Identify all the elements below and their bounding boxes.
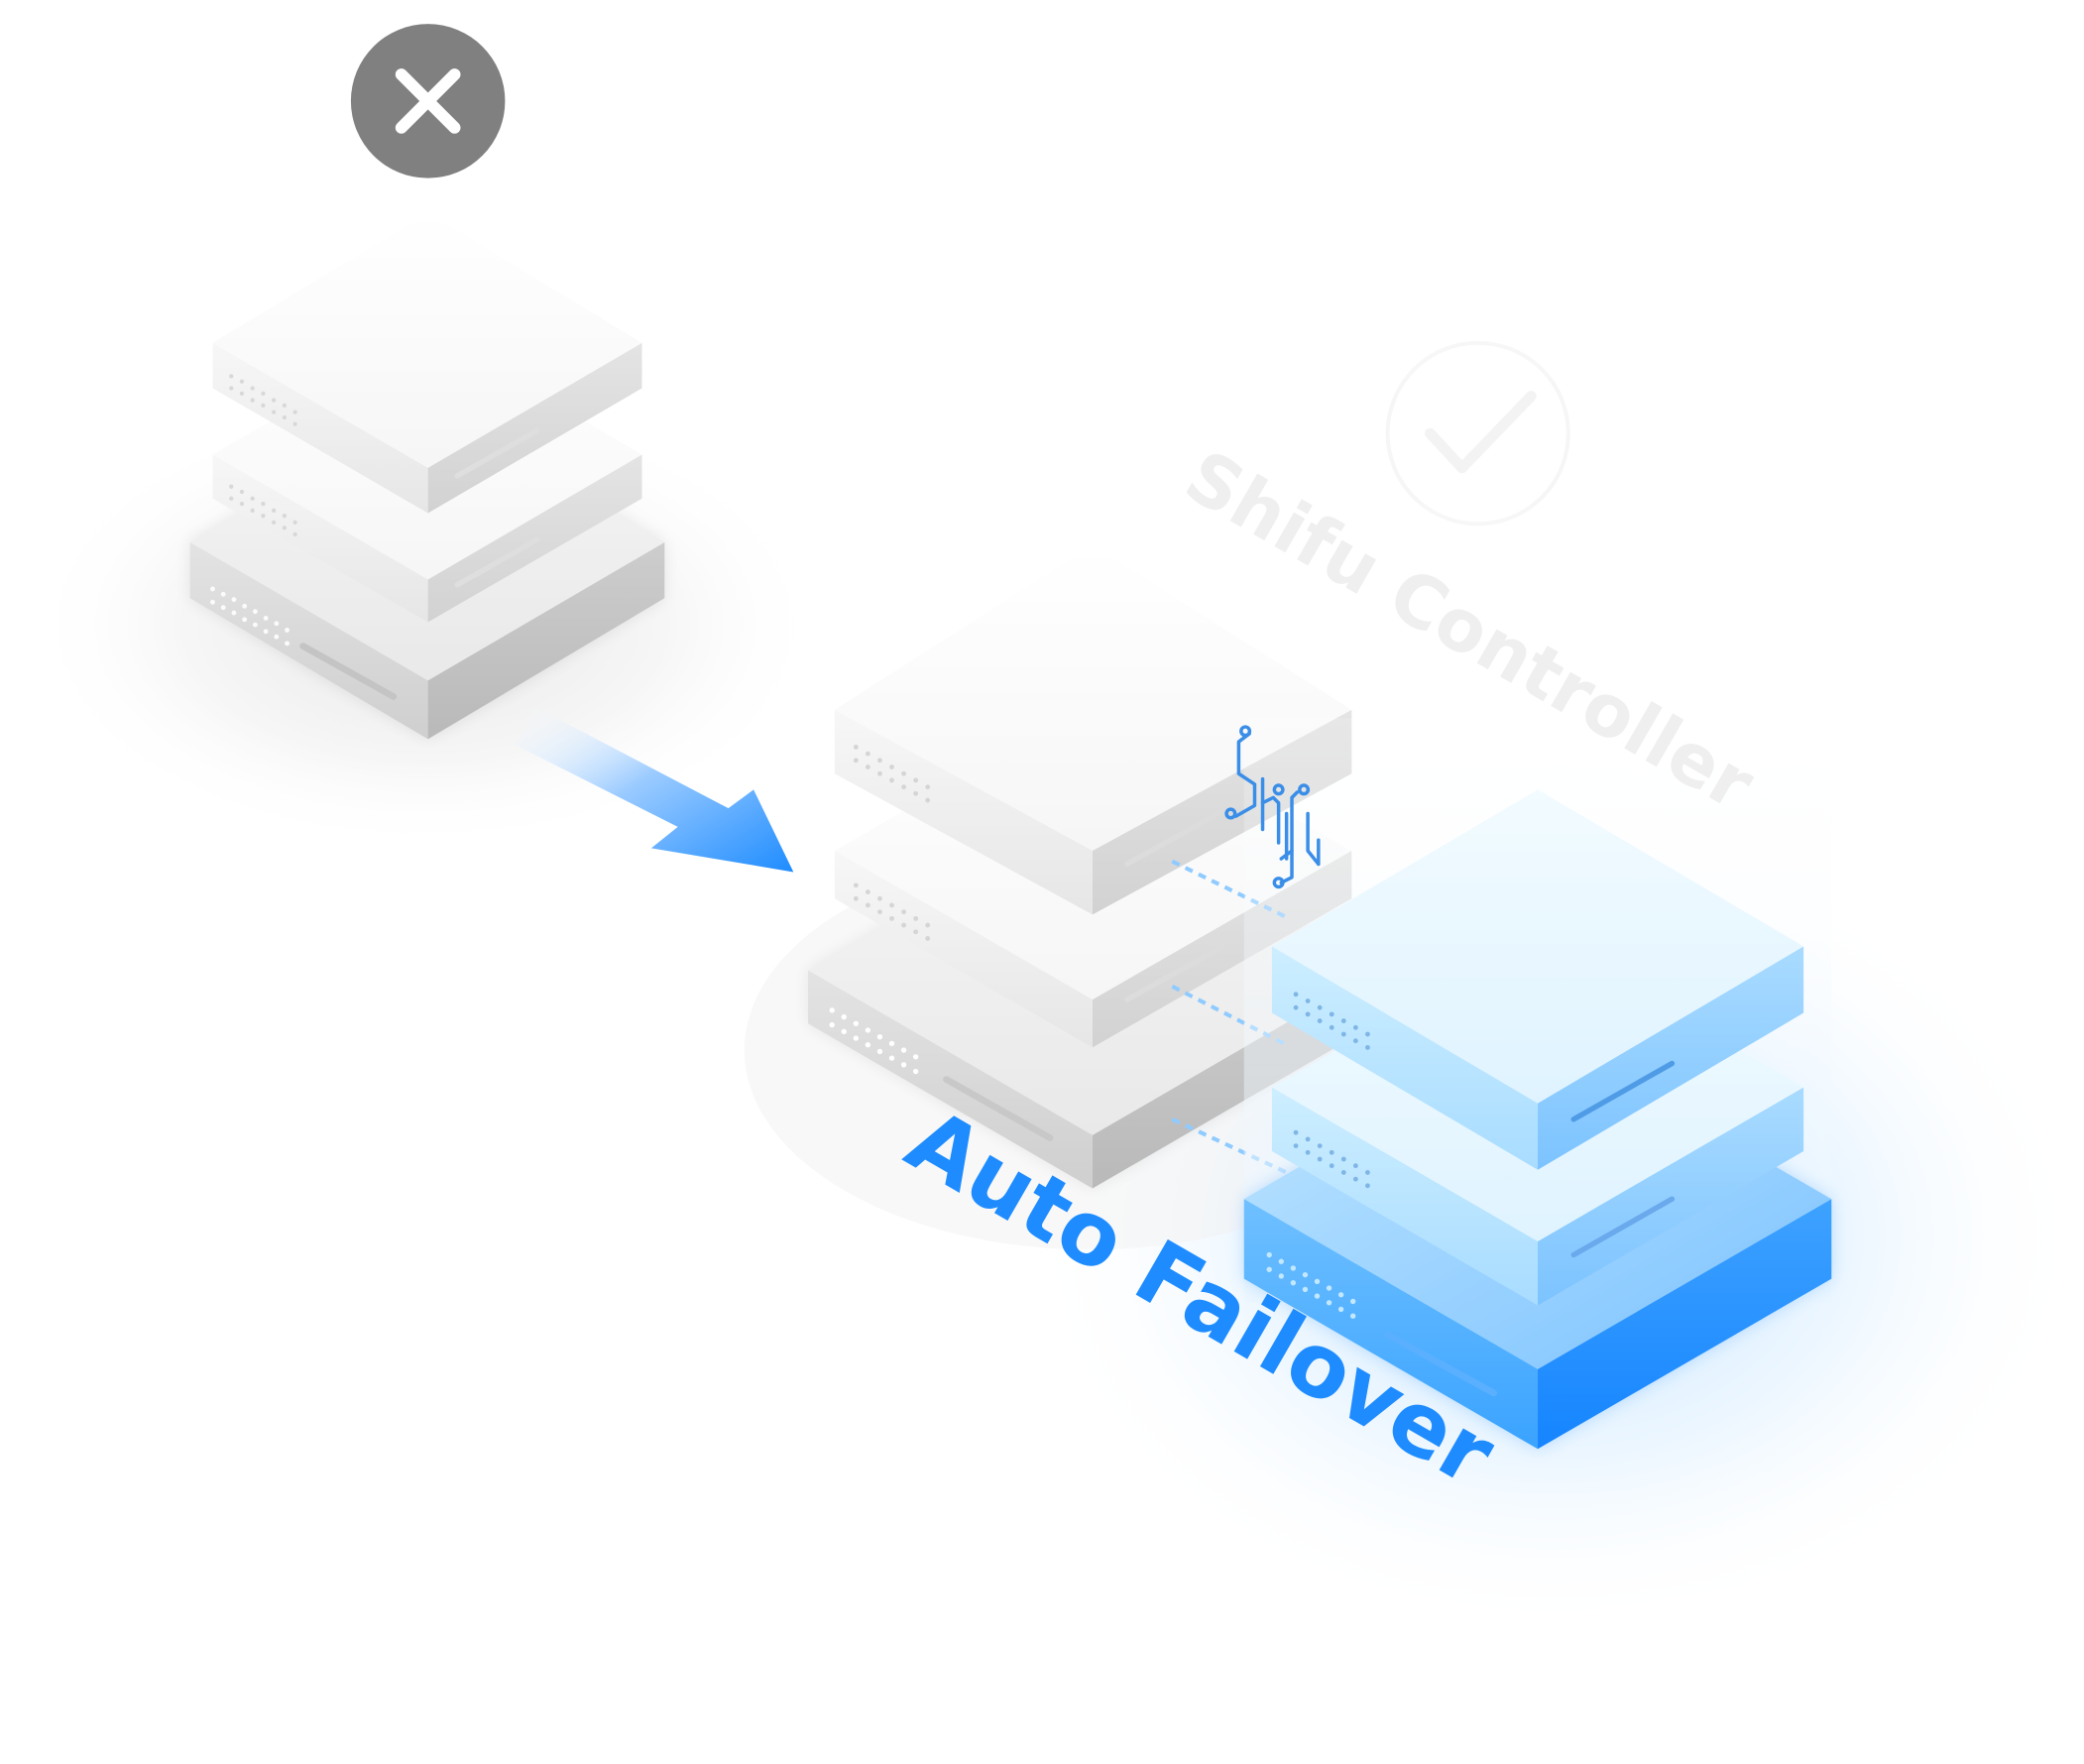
failed-server-slab-top xyxy=(212,212,642,514)
backup-server-slab-top xyxy=(1271,789,1804,1170)
arrow-icon xyxy=(514,707,794,873)
backup-server-top-vents xyxy=(1293,992,1370,1050)
primary-server-middle-vents xyxy=(853,882,931,941)
failed-status-badge xyxy=(350,24,506,178)
primary-server-stack xyxy=(808,544,1377,1189)
failed-server-middle-vents xyxy=(229,484,297,537)
backup-server-middle-vents xyxy=(1293,1129,1370,1189)
failed-server-bottom-vents xyxy=(210,586,289,647)
backup-server-bottom-vents xyxy=(1266,1251,1356,1319)
ok-status-badge xyxy=(1385,340,1570,527)
failed-server-top-vents xyxy=(229,374,297,426)
backup-server-stack xyxy=(1243,789,1832,1450)
failed-server-stack xyxy=(189,212,665,740)
close-icon xyxy=(395,68,461,134)
primary-server-bottom-vents xyxy=(829,1007,919,1075)
primary-server-top-vents xyxy=(853,745,931,803)
check-icon xyxy=(1425,391,1537,474)
shifu-logo xyxy=(1224,725,1321,889)
